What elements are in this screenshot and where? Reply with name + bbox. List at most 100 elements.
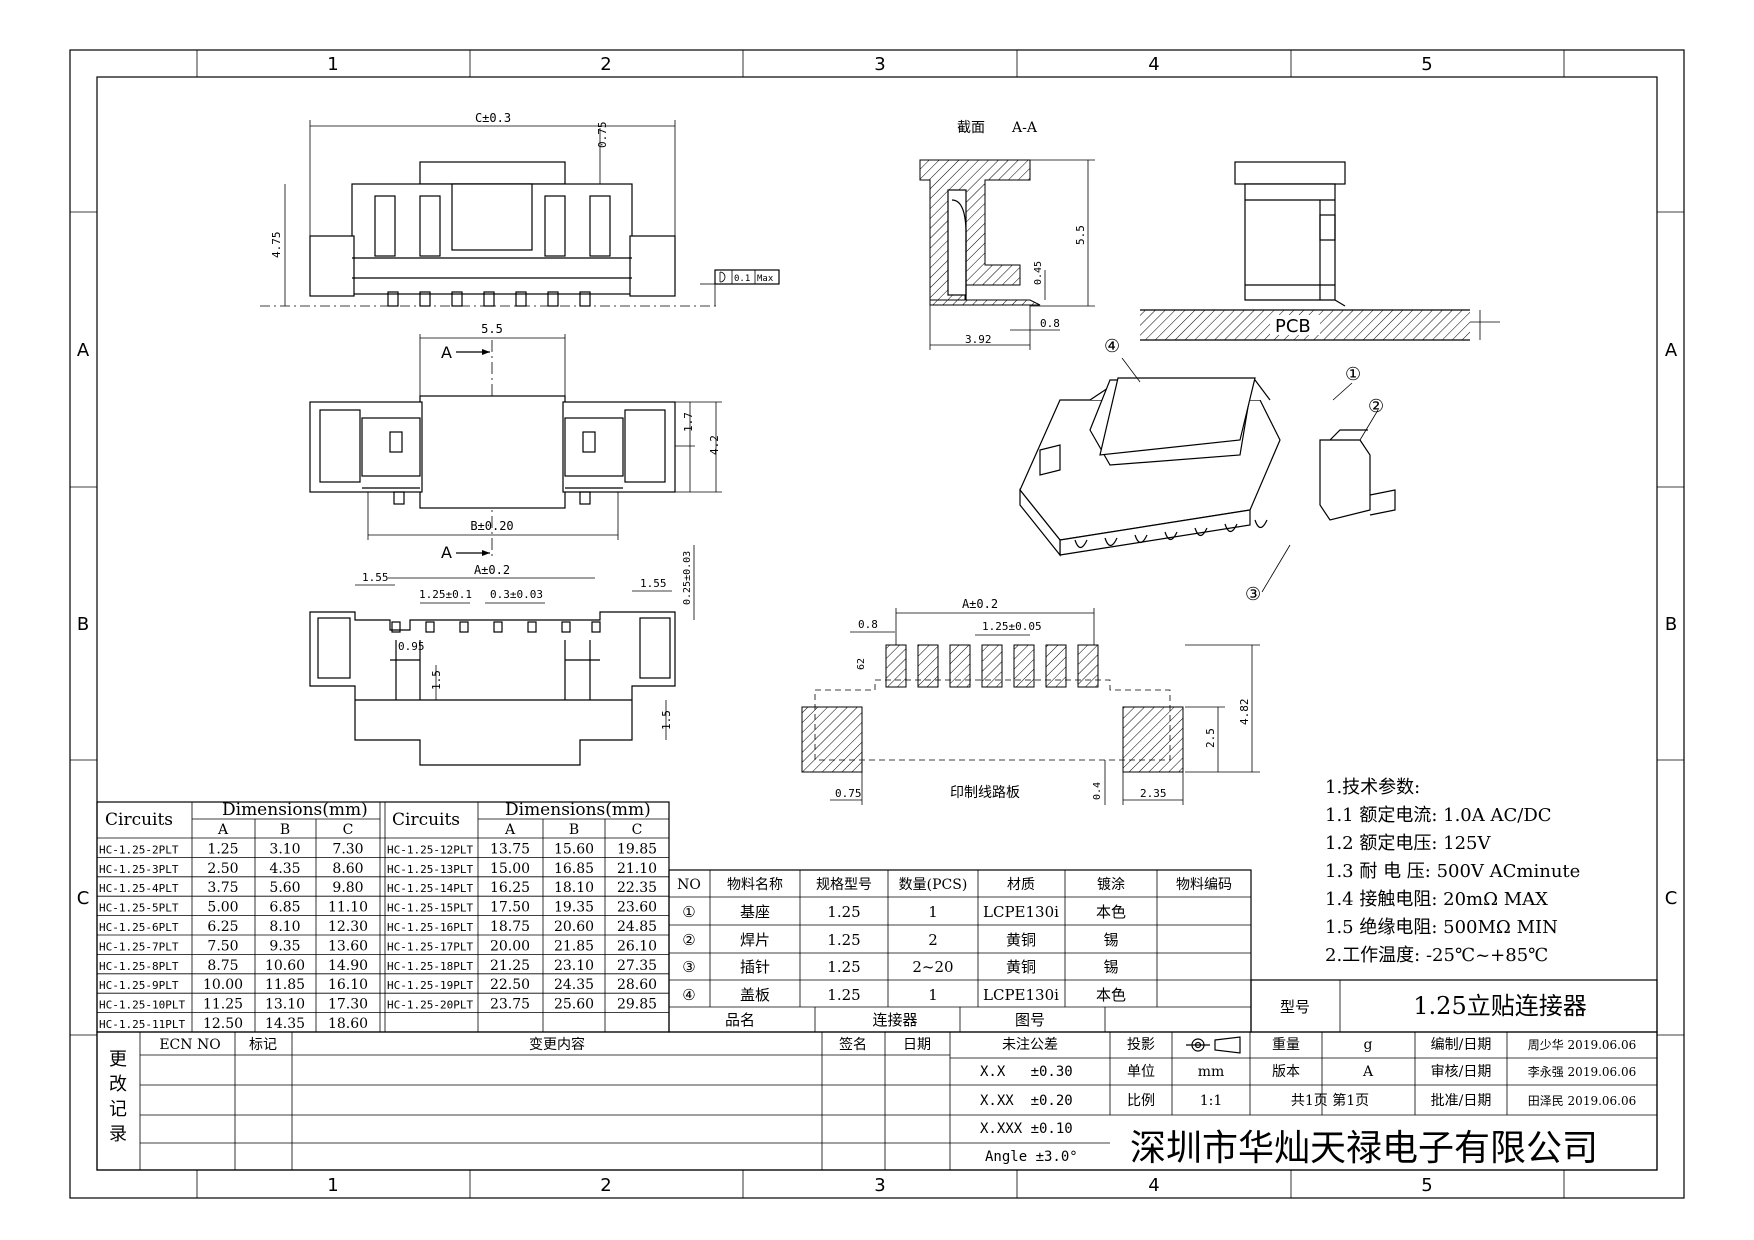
bom-cell: 2 bbox=[928, 931, 938, 949]
dim-row-value: 16.10 bbox=[328, 977, 368, 993]
plan-view: 5.5 A B±0.20 1.7 4.2 bbox=[309, 322, 722, 560]
dim-0-45: 0.45 bbox=[1033, 261, 1044, 285]
pcb-label: PCB bbox=[1275, 316, 1311, 337]
dim-5-5-section: 5.5 bbox=[1074, 225, 1087, 245]
bom-cell: 本色 bbox=[1096, 986, 1126, 1004]
row-label-a-right: A bbox=[1665, 340, 1678, 361]
dim-row-part: HC-1.25-12PLT bbox=[387, 843, 473, 856]
col-label-2-top: 2 bbox=[600, 54, 611, 75]
dim-row-value: 13.10 bbox=[265, 997, 305, 1013]
bom-cell: 黄铜 bbox=[1006, 931, 1036, 949]
dim-4-2: 4.2 bbox=[708, 435, 721, 455]
section-title: 截面 bbox=[957, 120, 985, 136]
iso-view: ④ ① ② ③ bbox=[1019, 336, 1396, 605]
dim-row-value: 21.10 bbox=[617, 861, 657, 877]
sig-value-2: 李永强 2019.06.06 bbox=[1528, 1064, 1637, 1079]
dim-row-part: HC-1.25-16PLT bbox=[387, 921, 473, 934]
bom-header: 规格型号 bbox=[816, 877, 872, 893]
dim-pitch: 1.25±0.1 bbox=[419, 588, 472, 601]
company-name: 深圳市华灿天禄电子有限公司 bbox=[1130, 1128, 1598, 1169]
dim-row-value: 29.85 bbox=[617, 997, 657, 1013]
tolerance-1: X.X ±0.30 bbox=[980, 1064, 1073, 1080]
dim-table-circuits-right: Circuits bbox=[392, 810, 460, 830]
callout-4: ④ bbox=[1104, 336, 1120, 357]
sig-label-2: 审核/日期 bbox=[1431, 1064, 1492, 1080]
mark-header: 标记 bbox=[249, 1037, 277, 1053]
drawing-label: 图号 bbox=[1015, 1011, 1045, 1029]
dim-row-value: 11.85 bbox=[265, 977, 305, 993]
bom-cell: ④ bbox=[682, 986, 695, 1004]
fp-dim-0-8: 0.8 bbox=[858, 618, 878, 631]
dim-row-value: 5.60 bbox=[269, 880, 300, 896]
dim-row-part: HC-1.25-17PLT bbox=[387, 940, 473, 953]
dim-row-value: 24.85 bbox=[617, 919, 657, 935]
dim-table-col-b-left: B bbox=[280, 822, 290, 838]
col-label-5-bottom: 5 bbox=[1421, 1175, 1432, 1196]
dim-row-value: 10.60 bbox=[265, 958, 305, 974]
dim-3-92: 3.92 bbox=[965, 333, 992, 346]
dim-table-col-a-right: A bbox=[504, 822, 516, 838]
col-label-4-bottom: 4 bbox=[1148, 1175, 1159, 1196]
dim-row-value: 6.85 bbox=[269, 900, 300, 916]
dim-row-value: 1.25 bbox=[207, 841, 238, 857]
scale-value: 1:1 bbox=[1200, 1093, 1223, 1109]
dim-row-value: 9.35 bbox=[269, 938, 300, 954]
dim-row-value: 13.60 bbox=[328, 938, 368, 954]
row-label-c-left: C bbox=[77, 888, 90, 909]
dim-row-value: 17.50 bbox=[490, 900, 530, 916]
dim-b: B±0.20 bbox=[470, 519, 513, 533]
dim-row-value: 18.75 bbox=[490, 919, 530, 935]
scale-label: 比例 bbox=[1127, 1093, 1155, 1109]
sig-value-3: 田泽民 2019.06.06 bbox=[1528, 1094, 1637, 1108]
dim-row-part: HC-1.25-3PLT bbox=[99, 863, 179, 876]
row-label-c-right: C bbox=[1665, 888, 1678, 909]
dim-0-8-section: 0.8 bbox=[1040, 317, 1060, 330]
dim-table-col-c-left: C bbox=[343, 822, 354, 838]
dim-row-value: 23.10 bbox=[554, 958, 594, 974]
dim-row-value: 27.35 bbox=[617, 958, 657, 974]
date-header: 日期 bbox=[903, 1037, 931, 1053]
dim-c: C±0.3 bbox=[475, 111, 511, 125]
dim-row-value: 3.75 bbox=[207, 880, 238, 896]
tech-line-0: 1.技术参数: bbox=[1325, 777, 1420, 798]
bom-cell: ③ bbox=[682, 958, 695, 976]
bom-header: 物料编码 bbox=[1176, 877, 1232, 893]
bom-cell: LCPE130i bbox=[983, 903, 1059, 921]
bom-cell: 2~20 bbox=[912, 958, 953, 976]
dim-row-value: 24.35 bbox=[554, 977, 594, 993]
fp-pcb-label: 印制线路板 bbox=[950, 785, 1020, 801]
dim-1-7: 1.7 bbox=[682, 412, 695, 432]
dim-row-value: 22.35 bbox=[617, 880, 657, 896]
dim-1-55-left: 1.55 bbox=[362, 571, 389, 584]
tech-line-1: 1.1 额定电流: 1.0A AC/DC bbox=[1325, 805, 1552, 826]
dim-row-part: HC-1.25-18PLT bbox=[387, 960, 473, 973]
dim-row-value: 21.85 bbox=[554, 938, 594, 954]
col-label-1-bottom: 1 bbox=[327, 1175, 338, 1196]
dim-row-part: HC-1.25-6PLT bbox=[99, 921, 179, 934]
sign-header: 签名 bbox=[839, 1036, 867, 1053]
side-view: PCB bbox=[1140, 161, 1500, 341]
dim-4-75: 4.75 bbox=[270, 232, 283, 259]
unit-value: mm bbox=[1198, 1064, 1225, 1080]
fp-dim-0-75: 0.75 bbox=[835, 787, 862, 800]
bom-cell: 1.25 bbox=[827, 931, 860, 949]
tech-line-4: 1.4 接触电阻: 20mΩ MAX bbox=[1325, 889, 1548, 910]
bom-cell: 1 bbox=[928, 903, 938, 921]
dim-row-value: 20.00 bbox=[490, 938, 530, 954]
sig-label-1: 编制/日期 bbox=[1431, 1037, 1492, 1053]
dim-row-value: 8.60 bbox=[332, 861, 363, 877]
dim-row-value: 19.85 bbox=[617, 841, 657, 857]
title-block: 更 改 记 录 ECN NO 标记 变更内容 签名 日期 未注公差 投影 单位 … bbox=[96, 1031, 1658, 1171]
dim-row-value: 3.10 bbox=[269, 841, 300, 857]
dim-row-value: 26.10 bbox=[617, 938, 657, 954]
section-a-top: A bbox=[441, 343, 452, 362]
fp-dim-2-5: 2.5 bbox=[1204, 728, 1217, 748]
bom-cell: ② bbox=[682, 931, 695, 949]
version-value: A bbox=[1362, 1064, 1374, 1080]
dim-0-25: 0.25±0.03 bbox=[682, 551, 693, 605]
change-record-char-4: 录 bbox=[109, 1124, 127, 1145]
dim-row-value: 15.00 bbox=[490, 861, 530, 877]
dim-row-value: 16.85 bbox=[554, 861, 594, 877]
dim-row-value: 22.50 bbox=[490, 977, 530, 993]
